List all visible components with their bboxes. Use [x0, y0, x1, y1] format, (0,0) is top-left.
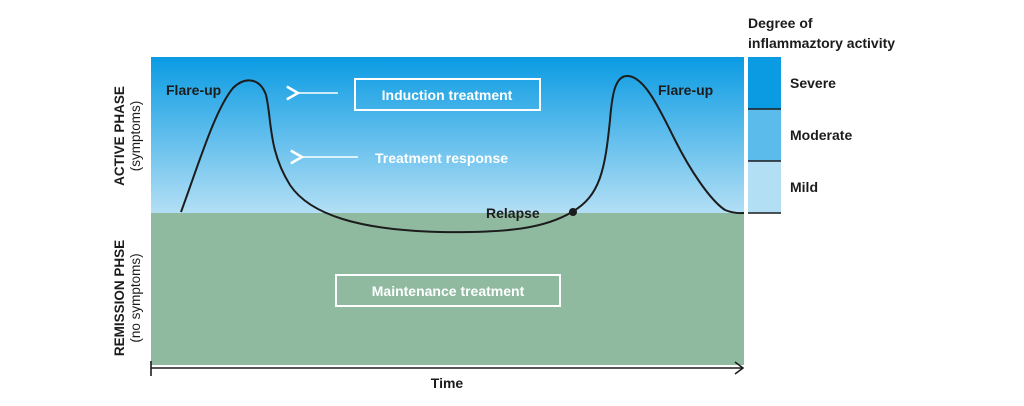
- time-axis-label: Time: [431, 375, 464, 391]
- induction-treatment-box: [354, 78, 541, 111]
- legend-title-line1: Degree of: [748, 15, 813, 31]
- legend-title-line2: inflammaztory activity: [748, 35, 895, 51]
- maintenance-treatment-label: Maintenance treatment: [372, 283, 525, 299]
- legend-swatch-moderate: [748, 109, 781, 161]
- flare-up-left-label: Flare-up: [166, 82, 221, 98]
- relapse-point: [569, 208, 577, 216]
- maintenance-treatment-box: [335, 274, 561, 307]
- legend-swatch-severe: [748, 57, 781, 109]
- active-phase-label: ACTIVE PHASE: [112, 86, 127, 186]
- time-axis-arrowhead: [734, 361, 745, 375]
- legend-swatch-mild: [748, 161, 781, 213]
- legend-label-moderate: Moderate: [790, 127, 852, 143]
- legend-label-mild: Mild: [790, 179, 818, 195]
- flare-up-right-label: Flare-up: [658, 82, 713, 98]
- remission-phase-region: [151, 213, 744, 365]
- legend-label-severe: Severe: [790, 75, 836, 91]
- induction-treatment-label: Induction treatment: [382, 87, 513, 103]
- active-phase-sublabel: (symptoms): [128, 101, 143, 172]
- remission-phase-label: REMISSION PHSE: [112, 240, 127, 356]
- relapse-label: Relapse: [486, 205, 540, 221]
- disease-activity-curve: [180, 74, 745, 234]
- treatment-response-label: Treatment response: [375, 150, 508, 166]
- active-phase-region: [151, 57, 744, 213]
- remission-phase-sublabel: (no symptoms): [128, 253, 143, 342]
